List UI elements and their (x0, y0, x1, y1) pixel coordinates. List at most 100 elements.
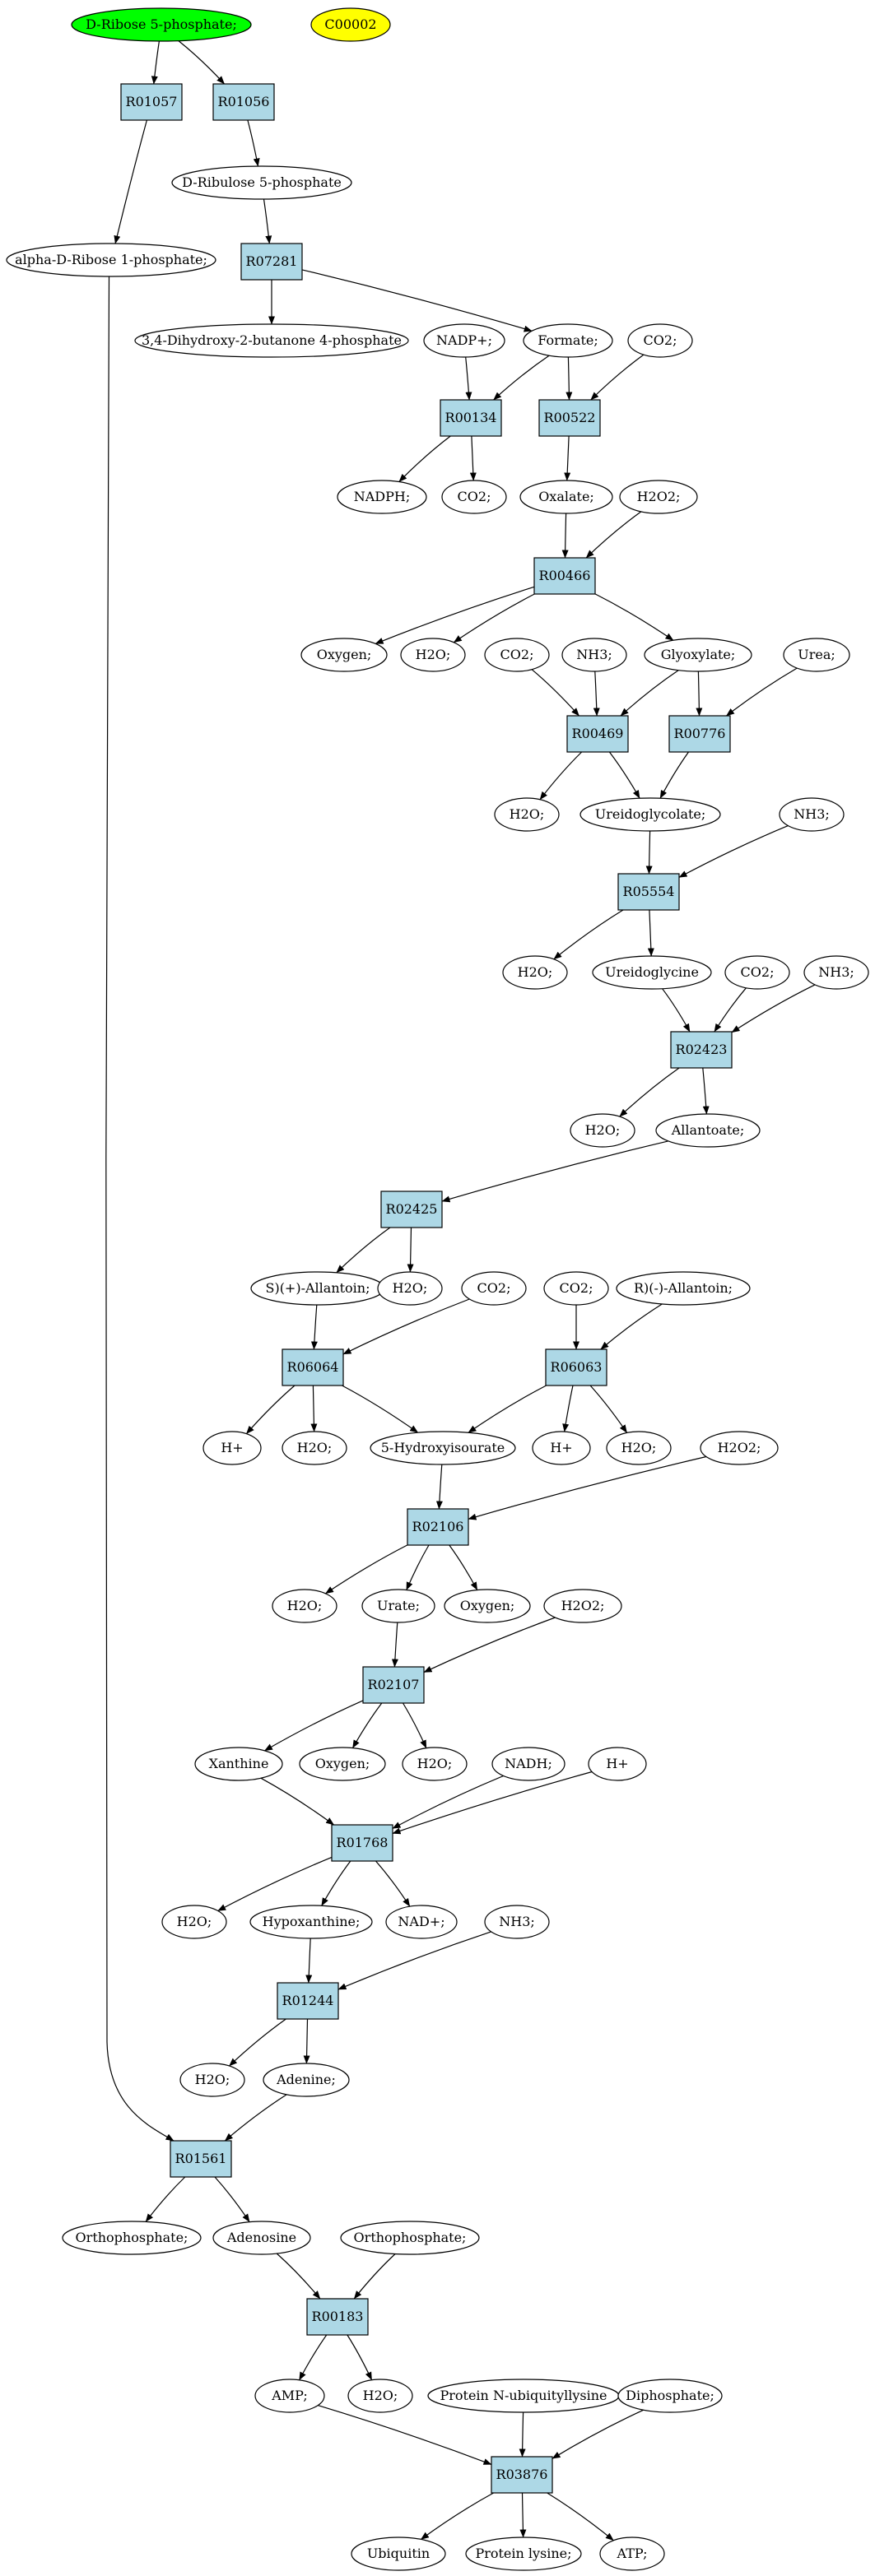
compound-node-n_h2o_d[interactable]: H2O; (570, 1113, 635, 1148)
compound-node-n_h2o_i[interactable]: H2O; (402, 1747, 468, 1781)
node-label: NH3; (499, 1914, 535, 1929)
reaction-node-r_R07281[interactable]: R07281 (240, 243, 303, 281)
compound-node-n_co2_c[interactable]: CO2; (484, 638, 550, 672)
compound-node-n_orthophosphate_a[interactable]: Orthophosphate; (62, 2221, 202, 2255)
compound-node-n_h2o2_c[interactable]: H2O2; (543, 1589, 622, 1623)
compound-node-n_h2o_e[interactable]: H2O; (377, 1271, 443, 1306)
compound-node-n_h2o2_a[interactable]: H2O2; (619, 480, 698, 514)
compound-node-n_hplus_b[interactable]: H+ (532, 1431, 591, 1465)
compound-node-n_h2o2_b[interactable]: H2O2; (700, 1431, 779, 1465)
compound-node-n_h2o_h[interactable]: H2O; (272, 1589, 337, 1623)
compound-node-n_urate[interactable]: Urate; (361, 1589, 435, 1623)
compound-node-n_h2o_b[interactable]: H2O; (494, 797, 560, 832)
reaction-box (668, 715, 731, 753)
compound-node-n_h2o_c[interactable]: H2O; (502, 955, 568, 990)
reaction-node-r_R00183[interactable]: R00183 (306, 2298, 369, 2336)
node-label: NADPH; (354, 489, 411, 504)
node-label: Protein N-ubiquityllysine (440, 2388, 607, 2403)
reaction-node-r_R03876[interactable]: R03876 (491, 2456, 553, 2494)
compound-node-n_atp[interactable]: ATP; (599, 2537, 665, 2571)
compound-node-n_nh3_a[interactable]: NH3; (561, 638, 627, 672)
compound-node-n_ureidoglycolate[interactable]: Ureidoglycolate; (579, 797, 721, 832)
edge-n_adenine-to-r_R01561 (224, 2094, 287, 2142)
compound-node-n_nadp[interactable]: NADP+; (423, 323, 505, 358)
compound-node-n_co2_d[interactable]: CO2; (724, 955, 790, 990)
compound-node-n_nadh[interactable]: NADH; (491, 1747, 565, 1781)
compound-node-n_co2_a[interactable]: CO2; (627, 323, 693, 358)
compound-node-n_oxygen_a[interactable]: Oxygen; (300, 638, 388, 672)
compound-node-n_glyoxylate[interactable]: Glyoxylate; (644, 638, 752, 672)
compound-node-n_ribose5p[interactable]: D-Ribose 5-phosphate; (71, 7, 252, 42)
compound-node-n_h2o_j[interactable]: H2O; (161, 1905, 227, 1939)
compound-node-n_alpha_ribose1p[interactable]: alpha-D-Ribose 1-phosphate; (6, 243, 216, 277)
reaction-node-r_R00134[interactable]: R00134 (440, 399, 502, 437)
compound-node-n_ubiquitin[interactable]: Ubiquitin (351, 2537, 446, 2571)
edge-n_h2o2_c-to-r_R02107 (423, 1617, 556, 1673)
compound-node-n_dhbp[interactable]: 3,4-Dihydroxy-2-butanone 4-phosphate (134, 323, 409, 358)
compound-node-n_c00002[interactable]: C00002 (310, 7, 391, 42)
compound-node-n_nh3_c[interactable]: NH3; (803, 955, 869, 990)
compound-node-n_ureidoglycine[interactable]: Ureidoglycine (592, 955, 712, 990)
compound-node-n_h2o_f[interactable]: H2O; (282, 1431, 347, 1465)
compound-node-n_hypoxanthine[interactable]: Hypoxanthine; (249, 1905, 373, 1939)
reaction-node-r_R01244[interactable]: R01244 (277, 1982, 339, 2020)
reaction-node-r_R00522[interactable]: R00522 (538, 399, 601, 437)
compound-node-n_h2o_k[interactable]: H2O; (179, 2063, 245, 2097)
compound-node-n_nh3_d[interactable]: NH3; (484, 1905, 550, 1939)
node-label: Ubiquitin (367, 2546, 430, 2561)
compound-node-n_nadplus[interactable]: NAD+; (385, 1905, 458, 1939)
node-label: H2O2; (561, 1598, 605, 1613)
reaction-node-r_R01056[interactable]: R01056 (212, 83, 275, 121)
reaction-node-r_R02423[interactable]: R02423 (670, 1031, 733, 1069)
reaction-node-r_R01057[interactable]: R01057 (120, 83, 183, 121)
compound-node-n_ribulose5p[interactable]: D-Ribulose 5-phosphate (171, 165, 352, 200)
compound-node-n_h2o_l[interactable]: H2O; (347, 2379, 413, 2413)
compound-node-n_5hiu[interactable]: 5-Hydroxyisourate (370, 1431, 516, 1465)
reaction-node-r_R00469[interactable]: R00469 (566, 715, 629, 753)
compound-node-n_xanthine[interactable]: Xanthine (194, 1747, 283, 1781)
reaction-node-r_R01768[interactable]: R01768 (331, 1824, 393, 1862)
compound-node-n_co2_f[interactable]: CO2; (543, 1271, 609, 1306)
reaction-node-r_R06064[interactable]: R06064 (282, 1348, 344, 1386)
compound-node-n_nh3_b[interactable]: NH3; (779, 797, 845, 832)
compound-node-n_formate[interactable]: Formate; (523, 323, 613, 358)
compound-node-n_adenosine[interactable]: Adenosine (212, 2221, 311, 2255)
compound-node-n_adenine[interactable]: Adenine; (263, 2063, 350, 2097)
compound-node-n_h2o_g[interactable]: H2O; (606, 1431, 672, 1465)
compound-node-n_nadph[interactable]: NADPH; (337, 480, 427, 514)
edge-r_R02106-to-n_oxygen_b (449, 1544, 478, 1591)
compound-node-n_oxalate[interactable]: Oxalate; (519, 480, 613, 514)
compound-node-n_protein_lysine[interactable]: Protein lysine; (465, 2537, 582, 2571)
reaction-node-r_R02425[interactable]: R02425 (380, 1191, 443, 1228)
compound-node-n_s_allantoin[interactable]: S)(+)-Allantoin; (250, 1271, 385, 1306)
edge-r_R00469-to-n_ureidoglycolate (608, 751, 640, 799)
compound-node-n_r_allantoin[interactable]: R)(-)-Allantoin; (616, 1271, 751, 1306)
compound-node-n_oxygen_b[interactable]: Oxygen; (444, 1589, 531, 1623)
compound-node-n_orthophosphate_b[interactable]: Orthophosphate; (340, 2221, 480, 2255)
compound-node-n_urea[interactable]: Urea; (783, 638, 850, 672)
reaction-node-r_R05554[interactable]: R05554 (617, 873, 680, 911)
reaction-node-r_R06063[interactable]: R06063 (545, 1348, 607, 1386)
compound-node-n_co2_e[interactable]: CO2; (461, 1271, 527, 1306)
reaction-node-r_R00466[interactable]: R00466 (533, 557, 596, 595)
reaction-node-r_R02107[interactable]: R02107 (362, 1666, 425, 1704)
compound-node-n_hplus_c[interactable]: H+ (588, 1747, 647, 1781)
compound-node-n_amp[interactable]: AMP; (254, 2379, 325, 2413)
reaction-node-r_R00776[interactable]: R00776 (668, 715, 731, 753)
compound-node-n_co2_b[interactable]: CO2; (441, 480, 507, 514)
reaction-node-r_R01561[interactable]: R01561 (170, 2140, 232, 2178)
compound-node-n_h2o_a[interactable]: H2O; (400, 638, 466, 672)
compound-node-n_hplus_a[interactable]: H+ (202, 1431, 262, 1465)
edge-r_R01768-to-n_nadplus (375, 1860, 411, 1907)
compound-ellipse (161, 1905, 227, 1939)
compound-ellipse (249, 1905, 373, 1939)
compound-node-n_diphosphate[interactable]: Diphosphate; (617, 2379, 723, 2413)
compound-node-n_allantoate[interactable]: Allantoate; (655, 1113, 761, 1148)
compound-ellipse (171, 165, 352, 200)
reaction-box (240, 243, 303, 281)
reaction-node-r_R02106[interactable]: R02106 (407, 1508, 469, 1546)
edge-n_oxalate-to-r_R00466 (561, 513, 569, 559)
node-label: Oxalate; (538, 489, 594, 504)
compound-node-n_oxygen_c[interactable]: Oxygen; (299, 1747, 386, 1781)
compound-node-n_protein_n_ub[interactable]: Protein N-ubiquityllysine (427, 2379, 620, 2413)
